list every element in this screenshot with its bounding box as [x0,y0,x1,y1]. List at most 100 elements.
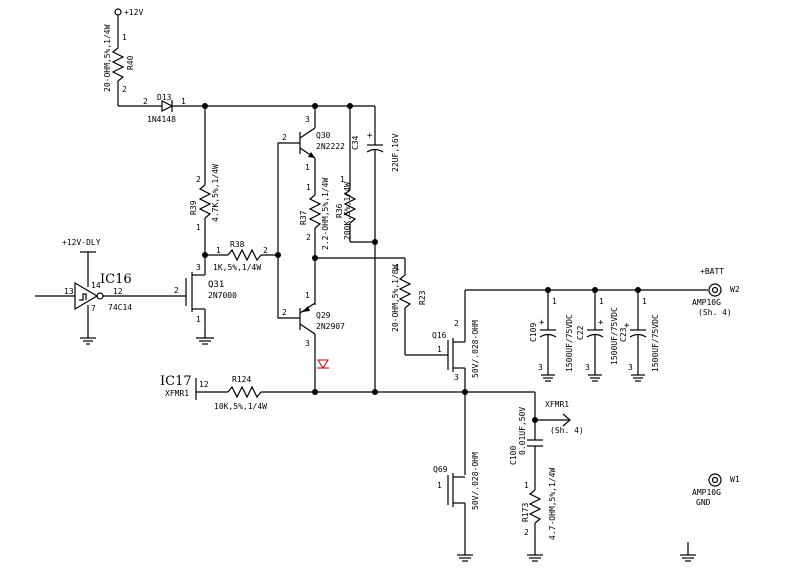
pin-label: 3 [538,363,543,372]
q30-transistor: Q30 2N2222 2 3 1 [282,106,345,195]
pin-label: 2 [454,319,459,328]
ic16-ref: IC16 [100,272,132,287]
c23-ref: C23 [619,327,628,342]
dly-label: +12V-DLY [62,238,101,247]
q29-value: 2N2907 [316,322,345,331]
q16-value: 50V/.028-OHM [471,320,480,378]
pin-label: 2 [524,528,529,537]
q31-ref: Q31 [208,280,224,290]
r173-value: 4.7-OHM,5%,1/4W [548,468,557,540]
c109-value: 1500UF/75VDC [565,314,574,372]
q16-mosfet: Q16 50V/.028-OHM 1 2 3 [432,290,480,392]
polarity-mark: + [367,131,373,141]
w2-part: AMP10G [692,298,721,307]
top-rail [202,103,375,109]
pin-label: 2 [174,286,179,295]
r39-resistor: R39 4.7K,5%,1/4W 2 1 [189,106,220,258]
pin-label: 1 [305,163,310,172]
r36-resistor: R36 200K,5%,1/4W 1 [335,106,378,245]
pin-label: 1 [122,33,127,42]
c34-capacitor: + C34 22UF,16V [351,106,400,392]
r173-resistor: R173 4.7-OHM,5%,1/4W 1 2 [521,468,557,562]
c34-ref: C34 [351,135,360,150]
r173-ref: R173 [521,503,530,522]
r23-value: 20-OHM,5%,1/8W [391,264,400,332]
r37-resistor: R37 2.2-OHM,5%,1/4W 1 2 [299,178,330,261]
xfmr-net: XFMR1 (Sh. 4) [465,391,584,435]
r23-ref: R23 [418,290,427,305]
base-drive-wires [277,142,300,319]
batt-rail [465,287,708,293]
xfmr-sheet: (Sh. 4) [550,426,584,435]
pin-label: 1 [437,345,442,354]
r40-resistor: 20-OHM,5%,1/4W R40 1 2 [103,24,135,106]
r39-ref: R39 [189,200,198,215]
pin-label: 1 [181,97,186,106]
r37-value: 2.2-OHM,5%,1/4W [321,178,330,250]
q29-ref: Q29 [316,311,331,320]
pin-label: 3 [305,115,310,124]
r36-ref: R36 [335,203,344,218]
pin-label: 1 [306,183,311,192]
pin-label: 12 [113,287,123,296]
pin-label: 13 [64,287,74,296]
w1-ref: W1 [730,475,740,484]
c100-capacitor: C100 0.01UF,50V [509,407,543,490]
c22-value: 1500UF/75VDC [610,307,619,365]
w1-net: GND [696,498,711,507]
mid-node-wires [314,257,405,305]
w2-sheet: (Sh. 4) [698,308,732,317]
r37-ref: R37 [299,210,308,225]
q69-ref: Q69 [433,465,448,474]
pin-label: 12 [199,380,209,389]
q69-mosfet: Q69 50V/.028-OHM 1 [433,392,480,562]
xfmr-net-label: XFMR1 [545,400,569,409]
led-marker [317,359,329,369]
c109-ref: C109 [529,323,538,342]
pin-label: 2 [196,175,201,184]
pin-label: 14 [91,281,101,290]
d13-value: 1N4148 [147,115,176,124]
polarity-mark: + [624,321,630,331]
r124-value: 10K,5%,1/4W [214,402,267,411]
c22-capacitor: + C22 1500UF/75VDC 1 3 [576,290,619,382]
pin-label: 1 [395,263,400,272]
pin-label: 1 [599,297,604,306]
pin-label: 1 [196,315,201,324]
pin-label: 2 [143,97,148,106]
c100-value: 0.01UF,50V [518,407,527,455]
w1-part: AMP10G [692,488,721,497]
q31-value: 2N7000 [208,291,237,300]
w2-ref: W2 [730,285,740,294]
r23-resistor: R23 20-OHM,5%,1/8W 1 [391,258,448,356]
pin-label: 7 [91,304,96,313]
pin-label: 2 [282,133,287,142]
r36-value: 200K,5%,1/4W [343,182,352,240]
ic16-part: 74C14 [108,303,132,312]
r40-ref: R40 [126,55,135,70]
pin-label: 2 [306,233,311,242]
pin-label: 3 [196,263,201,272]
ic17-ref: IC17 [160,374,192,389]
r39-value: 4.7K,5%,1/4W [211,164,220,222]
w2-connector: +BATT W2 AMP10G (Sh. 4) [692,267,740,317]
pin-label: 1 [524,481,529,490]
c23-capacitor: + C23 1500UF/75VDC 1 3 [619,290,660,382]
polarity-mark: + [598,318,604,328]
pin-label: 1 [552,297,557,306]
pin-label: 2 [263,246,268,255]
pin-label: 1 [196,223,201,232]
pin-label: 1 [642,297,647,306]
vcc-supply: +12V [114,8,143,28]
c100-ref: C100 [509,446,518,465]
pin-label: 1 [305,291,310,300]
r38-value: 1K,5%,1/4W [213,263,261,272]
pin-label: 3 [628,363,633,372]
c109-capacitor: + C109 1500UF/75VDC 1 3 [529,290,574,382]
ic16-inverter: +12V-DLY IC16 74C14 13 14 12 7 [35,238,186,345]
c34-value: 22UF,16V [391,133,400,172]
r124-resistor: IC17 XFMR1 12 R124 10K,5%,1/4W [160,374,468,411]
q69-value: 50V/.028-OHM [471,452,480,510]
r40-value: 20-OHM,5%,1/4W [103,24,112,92]
